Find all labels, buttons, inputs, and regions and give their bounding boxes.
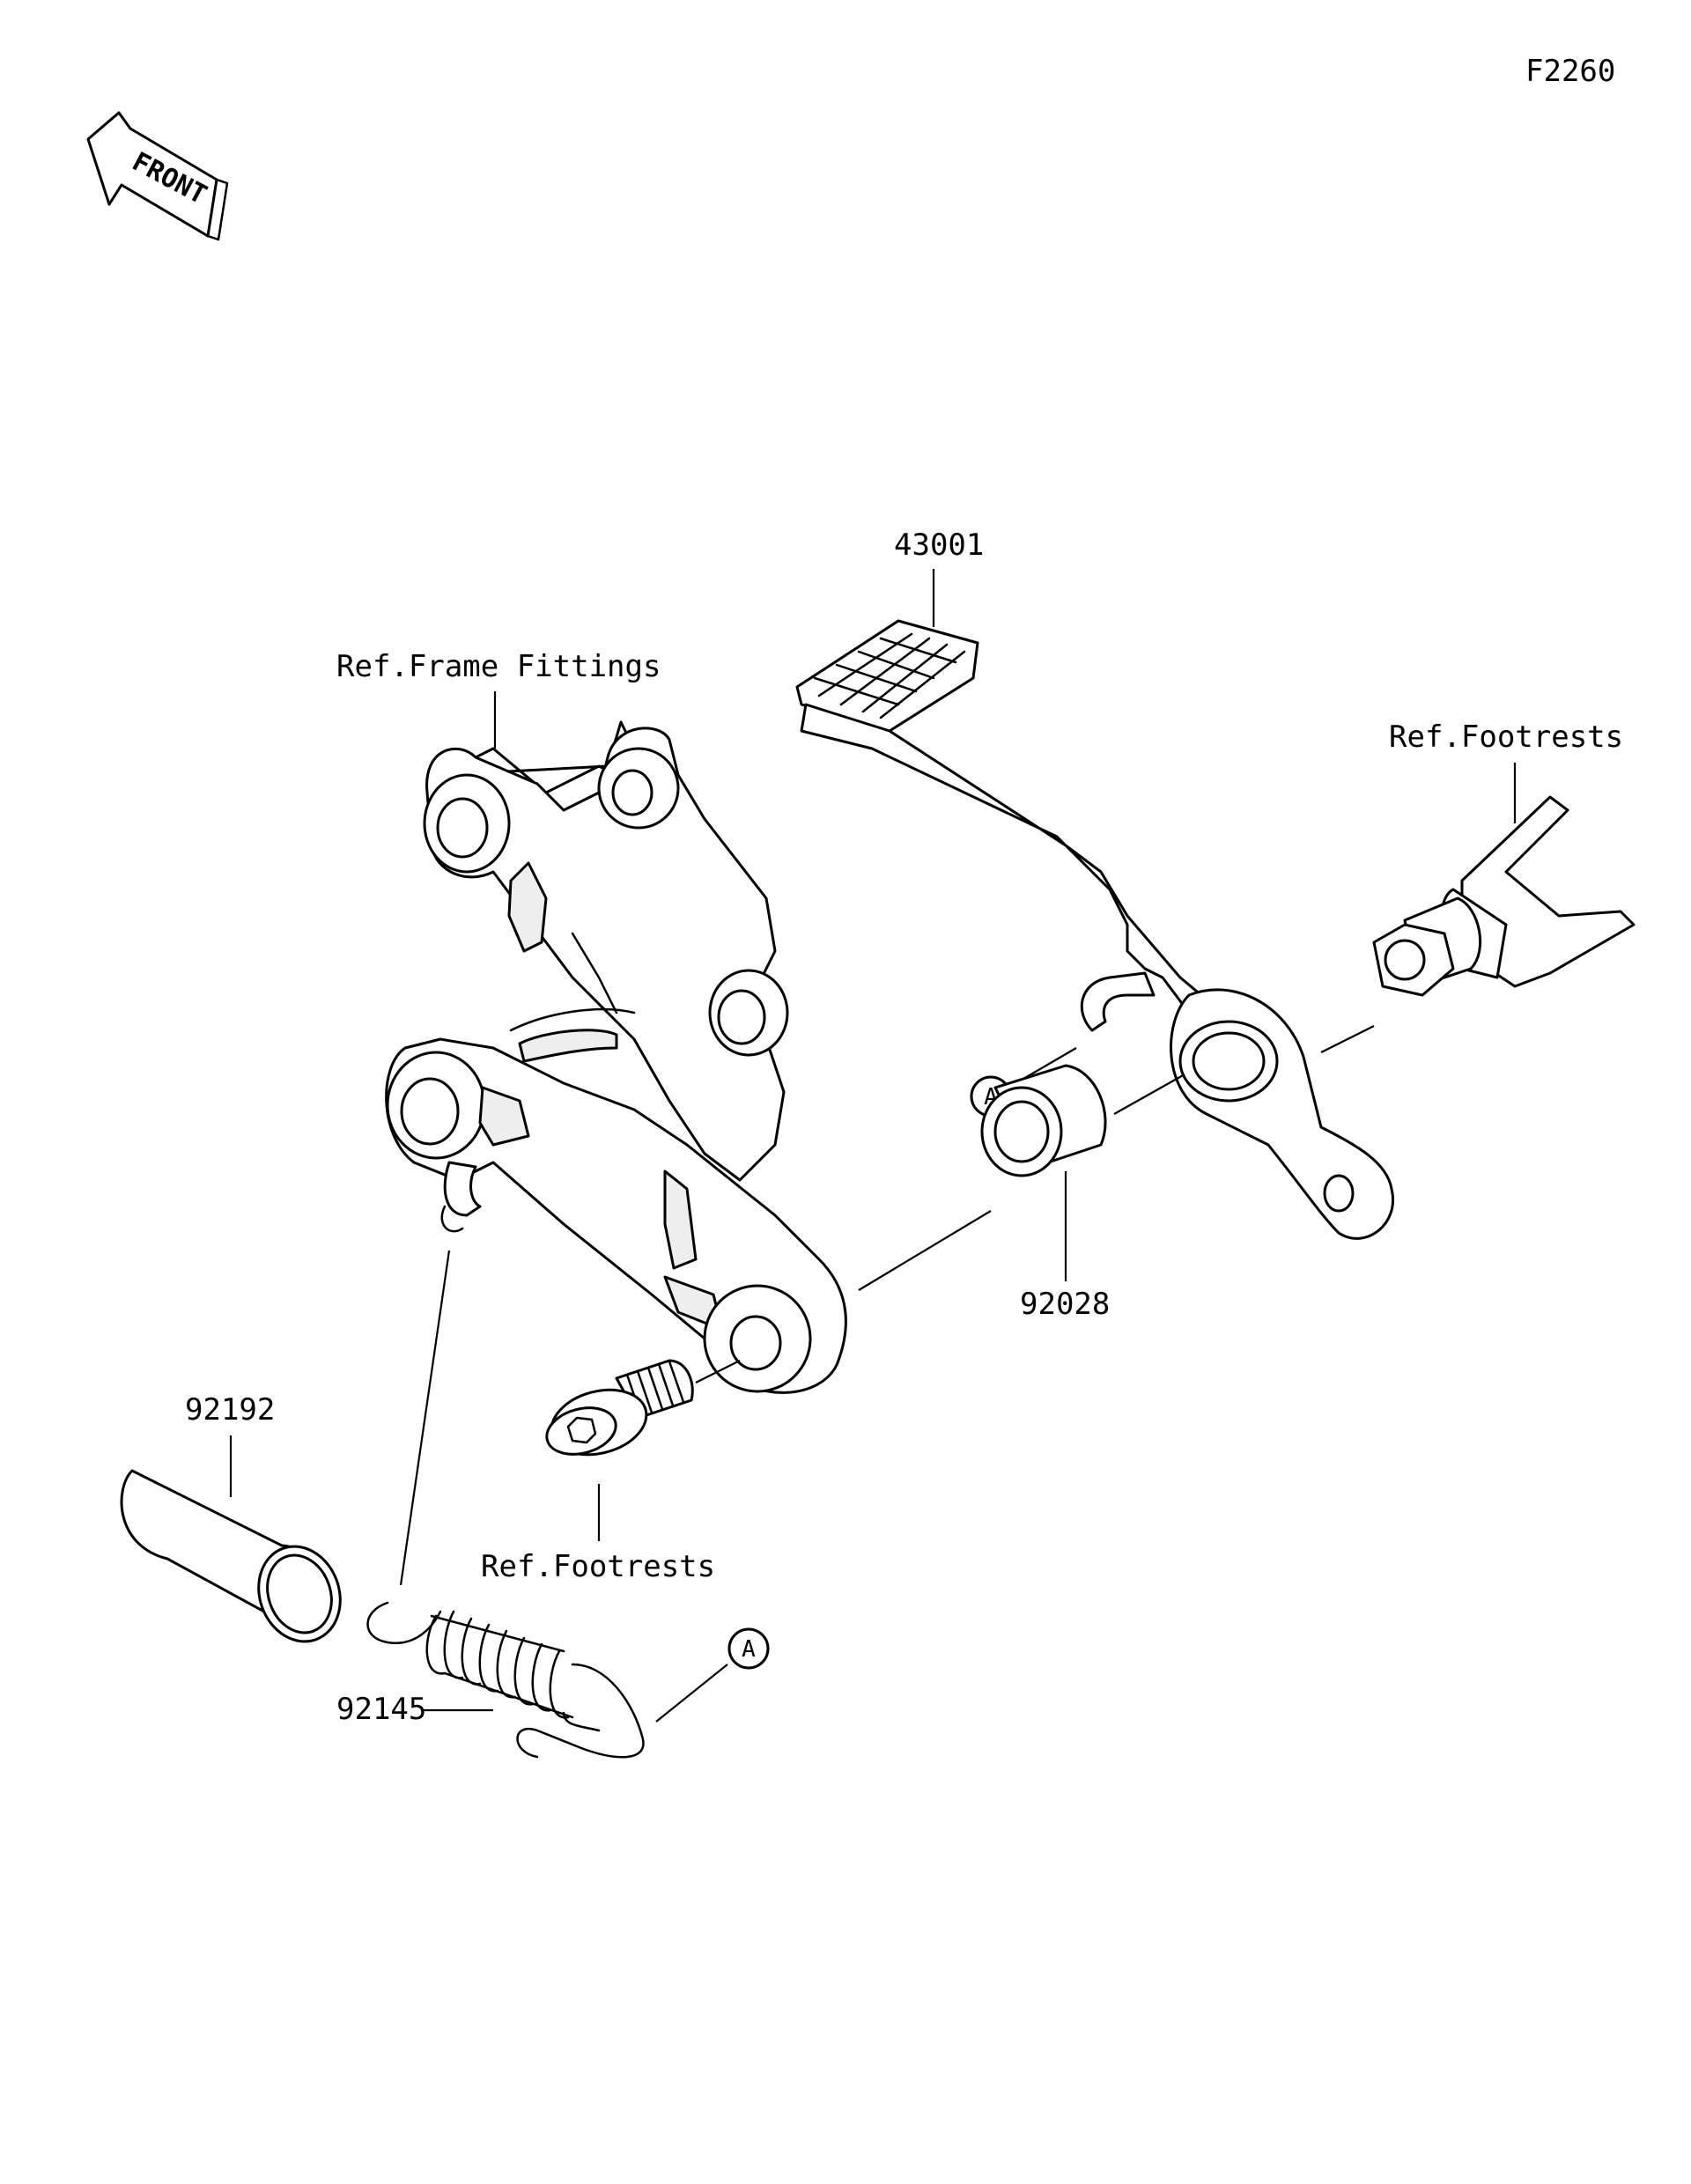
brake-pedal xyxy=(795,619,1394,1240)
ref-footrests-bolt-label: Ref.Footrests xyxy=(481,1549,715,1584)
part-92145-label: 92145 xyxy=(336,1692,426,1727)
bolt xyxy=(545,1359,694,1457)
collar xyxy=(120,1469,342,1643)
front-arrow-icon: FRONT xyxy=(86,111,229,241)
ref-frame-fittings-label: Ref.Frame Fittings xyxy=(336,649,661,684)
footrest-fork xyxy=(1372,795,1636,997)
bushing xyxy=(980,1064,1107,1177)
diagram-code: F2260 xyxy=(1525,54,1615,89)
part-92192-label: 92192 xyxy=(185,1392,275,1428)
footrest-bracket xyxy=(385,720,847,1394)
svg-text:A: A xyxy=(742,1636,756,1663)
part-92028-label: 92028 xyxy=(1020,1287,1110,1322)
spring xyxy=(366,1601,645,1759)
marker-a-spring: A xyxy=(727,1627,770,1670)
ref-footrests-right-label: Ref.Footrests xyxy=(1389,719,1623,755)
part-43001-label: 43001 xyxy=(894,528,984,563)
